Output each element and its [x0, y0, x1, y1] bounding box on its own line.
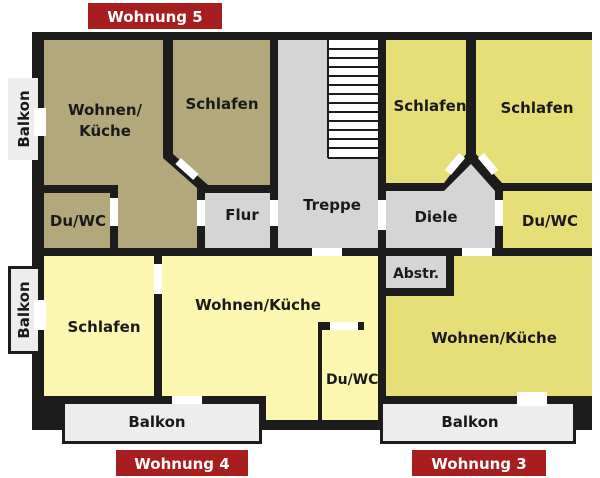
balcony-w3	[383, 404, 573, 441]
label-w3-duwc: Du/WC	[522, 212, 578, 230]
label-w5-duwc: Du/WC	[50, 212, 106, 230]
badge-wohnung-4-label: Wohnung 4	[134, 455, 229, 473]
door-w3-schlafen-left	[444, 153, 466, 175]
door-w4-balcony	[172, 396, 202, 404]
room-w4-duwc	[322, 330, 378, 420]
room-abstr	[386, 256, 446, 288]
door-treppe-w4	[312, 248, 342, 256]
door-w4-duwc	[330, 322, 358, 330]
room-w3-schlafen-right	[476, 40, 592, 183]
label-w5-wohnen-line2: Küche	[79, 122, 131, 140]
door-diele-wohnen	[462, 248, 492, 256]
room-w3-schlafen-left	[386, 40, 466, 183]
label-w5-schlafen: Schlafen	[185, 95, 258, 113]
room-w4-wohnen-kueche	[162, 256, 378, 420]
label-w5-wohnen-line1: Wohnen/	[68, 101, 143, 119]
label-w3-wohnen: Wohnen/Küche	[431, 329, 557, 347]
room-w3-duwc	[503, 191, 592, 248]
label-w4-balkon: Balkon	[128, 413, 185, 431]
door-w4-side-balcony	[34, 300, 46, 330]
room-w5-wohnen-kueche	[44, 40, 197, 248]
badge-wohnung-5	[88, 3, 222, 29]
label-w3-balkon: Balkon	[441, 413, 498, 431]
label-w4-wohnen: Wohnen/Küche	[195, 296, 321, 314]
label-w5-balkon: Balkon	[15, 90, 33, 147]
door-w3-schlafen-right	[477, 153, 499, 175]
badge-wohnung-3	[412, 450, 546, 476]
label-w3-schlafen-right: Schlafen	[500, 99, 573, 117]
badge-wohnung-3-label: Wohnung 3	[431, 455, 526, 473]
door-flur-treppe	[270, 200, 278, 226]
room-diele	[386, 164, 495, 248]
room-w3-wohnen-kueche	[386, 256, 592, 396]
door-w4-schlafen	[154, 264, 162, 294]
stair-steps	[327, 40, 378, 159]
label-w4-balkon-side: Balkon	[15, 281, 33, 338]
badge-wohnung-5-label: Wohnung 5	[107, 8, 202, 26]
balcony-w4-side	[11, 269, 38, 351]
room-w4-schlafen	[44, 256, 154, 396]
label-diele: Diele	[414, 208, 457, 226]
door-w5-flur	[197, 200, 205, 226]
label-w3-schlafen-left: Schlafen	[393, 97, 466, 115]
label-treppe: Treppe	[303, 196, 361, 214]
room-w5-duwc	[44, 193, 110, 248]
room-flur	[205, 193, 270, 248]
room-w5-schlafen	[173, 40, 270, 185]
label-flur: Flur	[225, 206, 259, 224]
balcony-w5-inner	[11, 81, 38, 157]
door-w5-schlafen	[175, 157, 199, 181]
label-w4-duwc: Du/WC	[326, 372, 378, 388]
door-w5-duwc	[110, 198, 118, 226]
label-w4-schlafen: Schlafen	[67, 318, 140, 336]
balcony-w4	[65, 404, 259, 441]
door-diele-duwc	[495, 200, 503, 226]
label-abstr: Abstr.	[393, 266, 439, 282]
door-w3-balcony	[517, 392, 547, 406]
door-treppe-diele	[378, 200, 386, 230]
door-w5-balcony	[34, 108, 46, 136]
badge-wohnung-4	[116, 450, 248, 476]
